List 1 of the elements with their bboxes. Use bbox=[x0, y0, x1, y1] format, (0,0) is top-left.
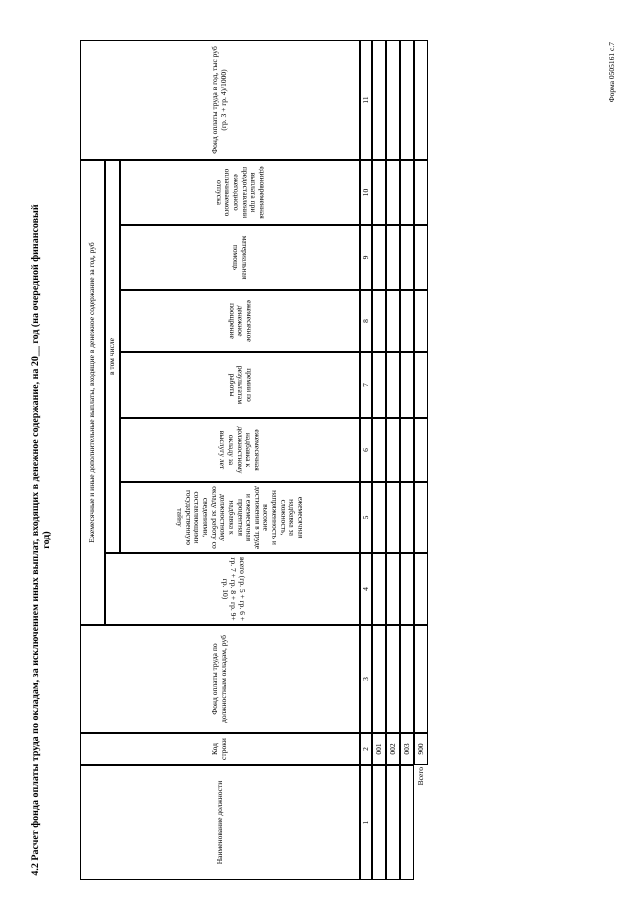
table-title: 4.2 Расчет фонда оплаты труда по окладам, за исключением иных выплат, входящих в денежное содержание, на 20__ год (на очередной финансовый год) bbox=[28, 203, 53, 878]
